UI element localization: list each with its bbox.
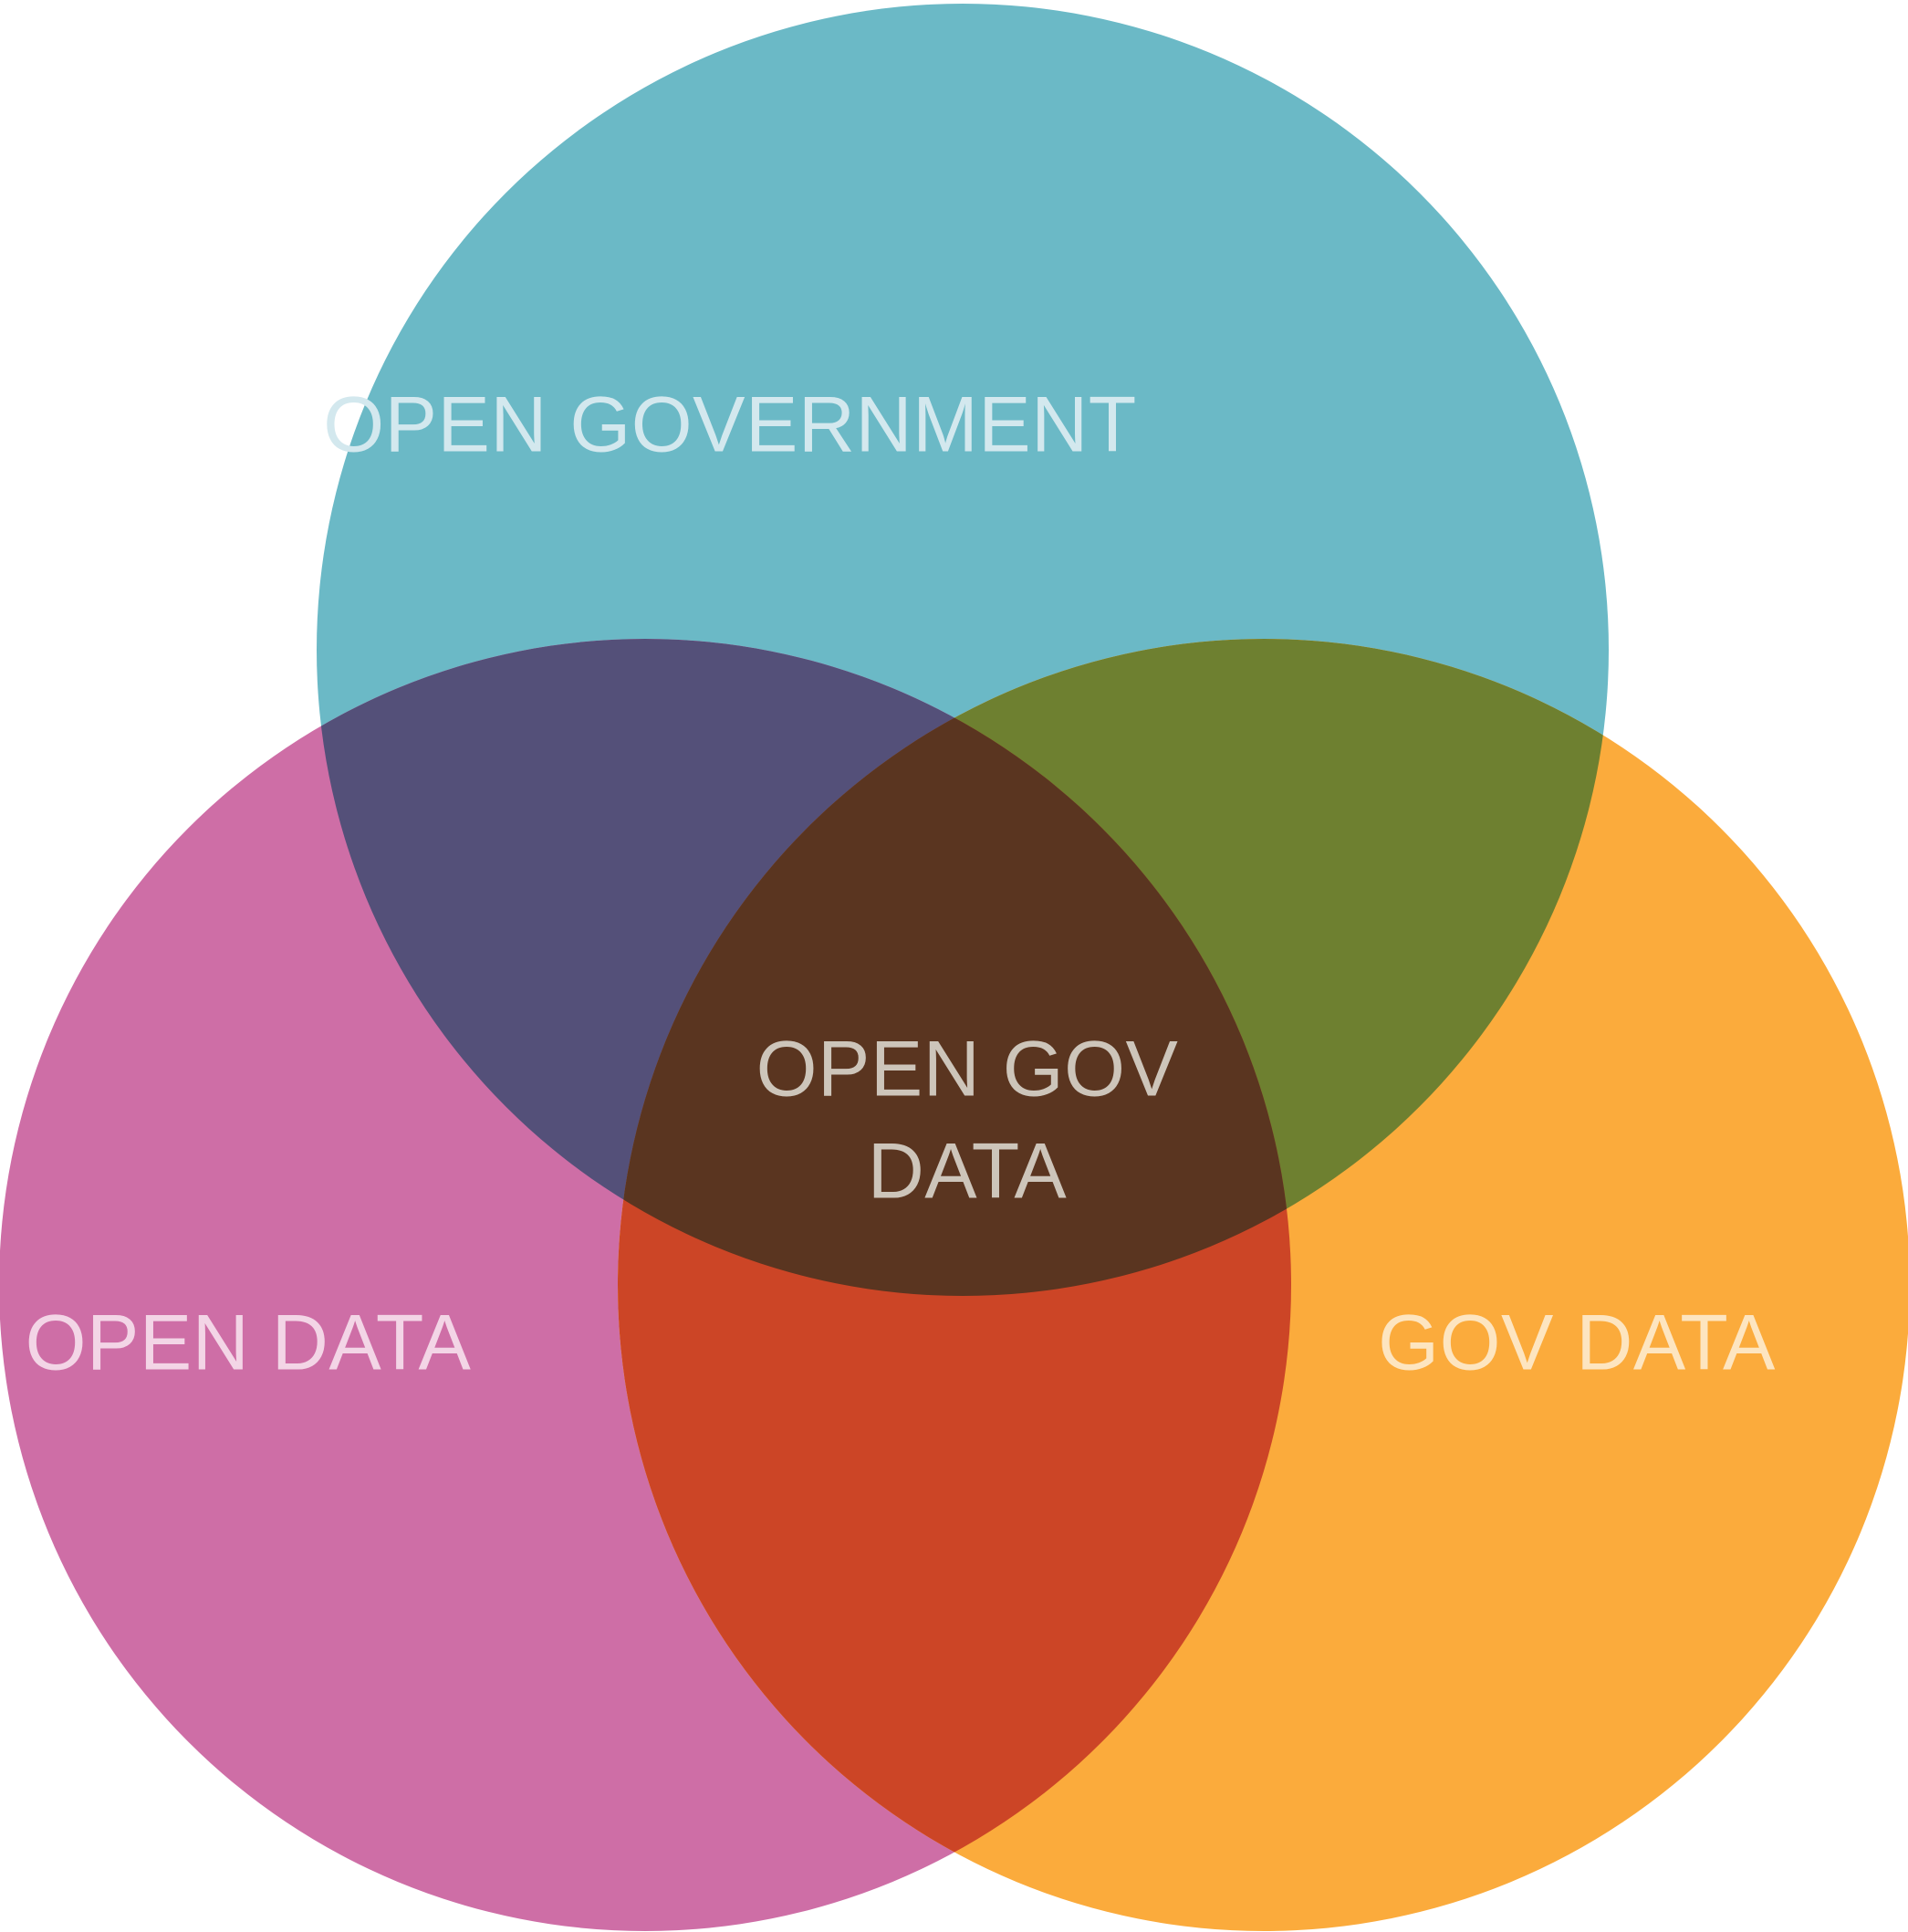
label-open-government: OPEN GOVERNMENT [323, 381, 1136, 469]
label-open-data: OPEN DATA [26, 1300, 472, 1387]
label-gov-data: GOV DATA [1378, 1300, 1776, 1387]
label-open-gov-data-line-1: OPEN GOV [756, 1026, 1179, 1113]
label-open-gov-data-line-2: DATA [868, 1128, 1068, 1216]
